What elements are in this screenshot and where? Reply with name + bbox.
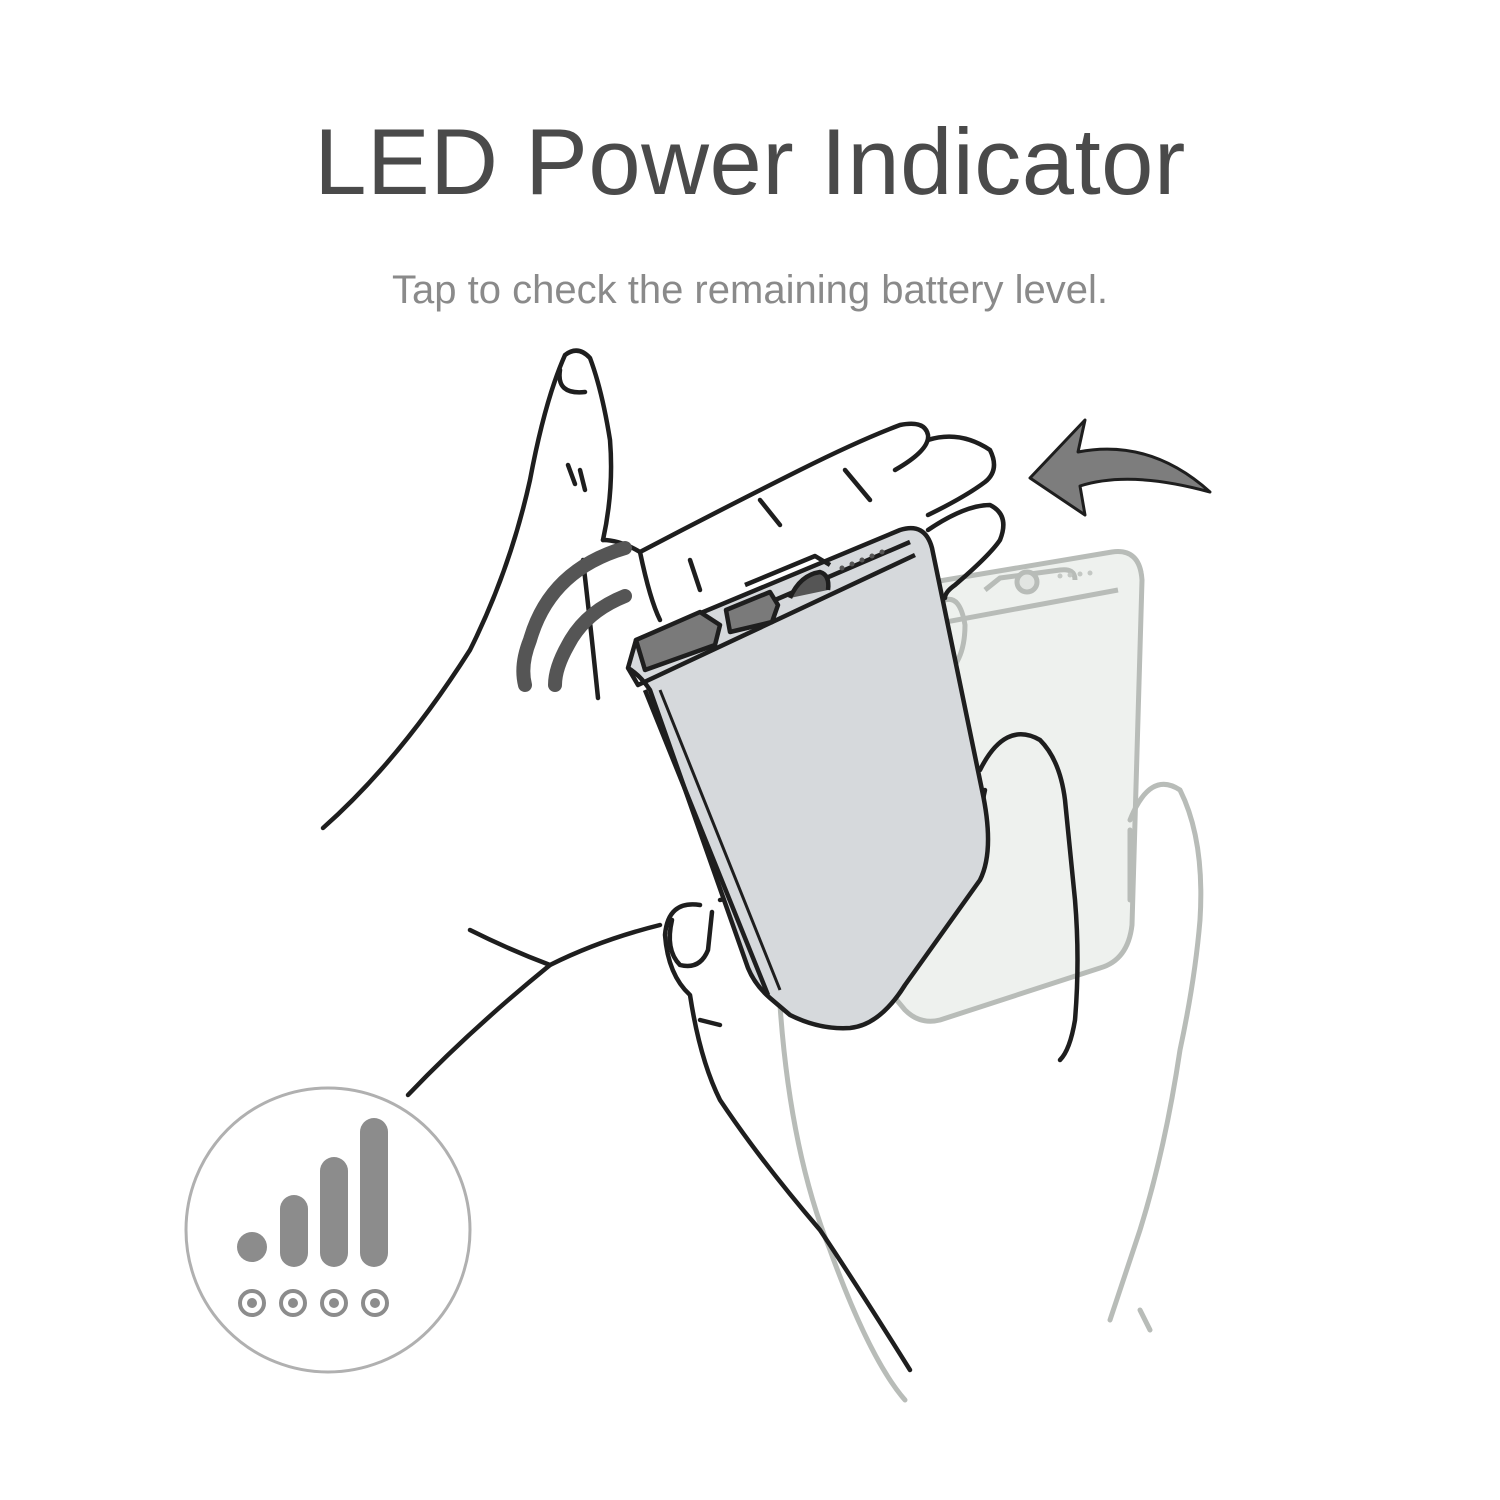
led-indicator-dots — [238, 1289, 389, 1317]
battery-level-bars-icon — [237, 1118, 388, 1267]
curved-arrow-icon — [1028, 418, 1212, 517]
ghost-led-dots — [1057, 570, 1093, 579]
led-dots — [839, 549, 885, 571]
page-title: LED Power Indicator — [314, 109, 1186, 214]
battery-level-indicator — [184, 1086, 472, 1374]
power-bank — [625, 525, 991, 1031]
tap-vibration-icon — [516, 541, 632, 692]
hand — [320, 348, 1080, 1373]
page-subtitle: Tap to check the remaining battery level… — [392, 268, 1108, 312]
